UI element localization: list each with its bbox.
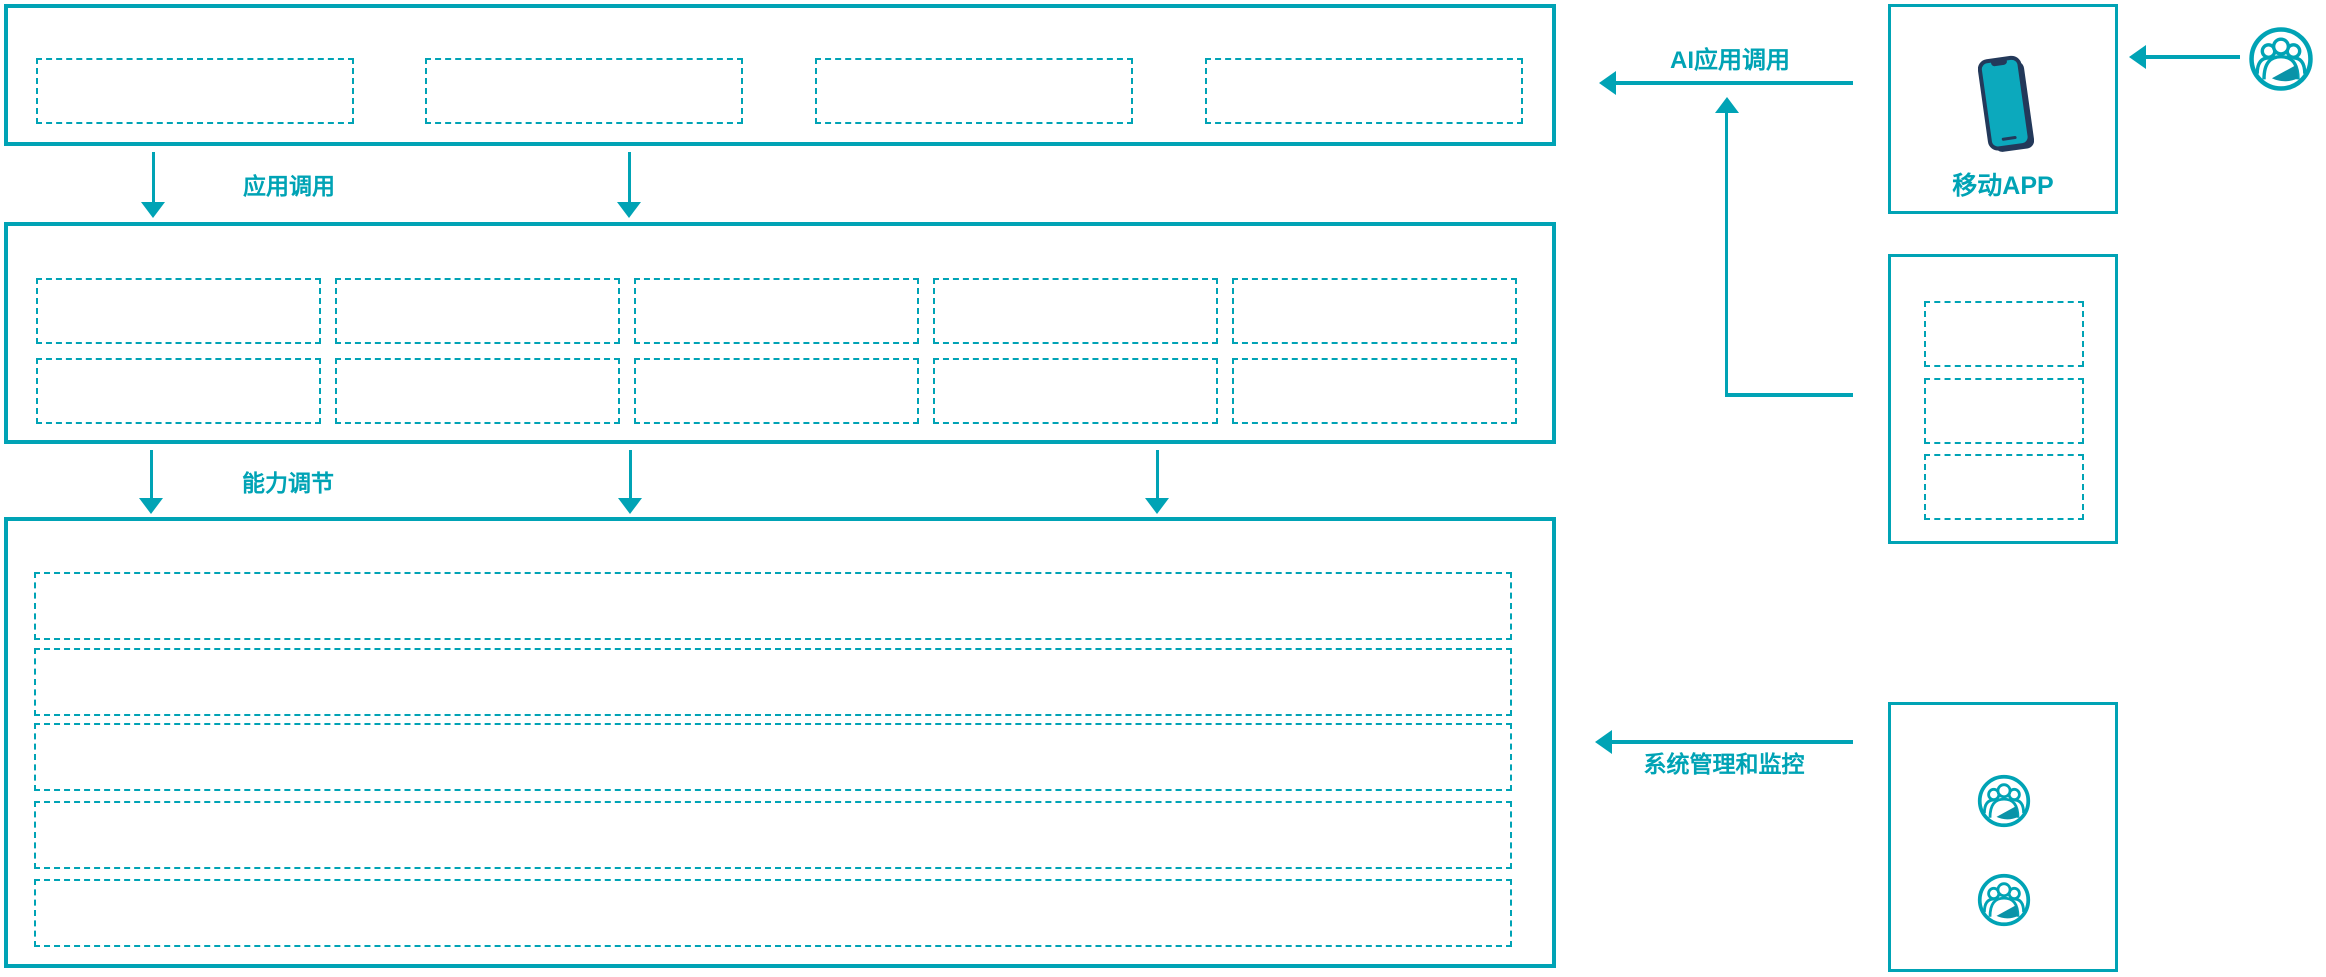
smartphone-icon bbox=[1978, 55, 2034, 152]
system-management-label: 系统管理和监控 bbox=[1643, 751, 1805, 777]
capability-adjust-label: 能力调节 bbox=[242, 470, 334, 496]
right-panel-slot-3 bbox=[1924, 454, 2084, 520]
right-panel-box bbox=[1888, 254, 2118, 544]
layer3-row-4 bbox=[34, 801, 1512, 869]
layer1-slot-3 bbox=[815, 58, 1133, 124]
user-group-icon bbox=[1977, 774, 2031, 828]
layer2-slot-r1c2 bbox=[335, 278, 620, 344]
layer2-container bbox=[4, 222, 1556, 444]
layer2-slot-r2c3 bbox=[634, 358, 919, 424]
user-group-icon bbox=[1977, 873, 2031, 927]
layer1-slot-2 bbox=[425, 58, 743, 124]
app-call-label: 应用调用 bbox=[243, 173, 335, 199]
layer2-slot-r2c5 bbox=[1232, 358, 1517, 424]
right-panel-slot-2 bbox=[1924, 378, 2084, 444]
mobile-app-label: 移动APP bbox=[1952, 172, 2054, 200]
admin-box bbox=[1888, 702, 2118, 972]
layer1-slot-1 bbox=[36, 58, 354, 124]
layer3-row-5 bbox=[34, 879, 1512, 947]
layer2-slot-r1c4 bbox=[933, 278, 1218, 344]
layer3-row-2 bbox=[34, 648, 1512, 716]
layer2-slot-r1c5 bbox=[1232, 278, 1517, 344]
layer2-slot-r1c1 bbox=[36, 278, 321, 344]
layer1-slot-4 bbox=[1205, 58, 1523, 124]
layer2-slot-r2c4 bbox=[933, 358, 1218, 424]
right-panel-slot-1 bbox=[1924, 301, 2084, 367]
user-group-icon bbox=[2249, 27, 2313, 91]
layer2-slot-r1c3 bbox=[634, 278, 919, 344]
layer3-container bbox=[4, 517, 1556, 968]
mobile-app-box: 移动APP bbox=[1888, 4, 2118, 214]
ai-app-call-label: AI应用调用 bbox=[1670, 47, 1790, 74]
layer3-row-1 bbox=[34, 572, 1512, 640]
layer2-slot-r2c1 bbox=[36, 358, 321, 424]
layer1-container bbox=[4, 4, 1556, 146]
layer2-slot-r2c2 bbox=[335, 358, 620, 424]
layer3-row-3 bbox=[34, 723, 1512, 791]
